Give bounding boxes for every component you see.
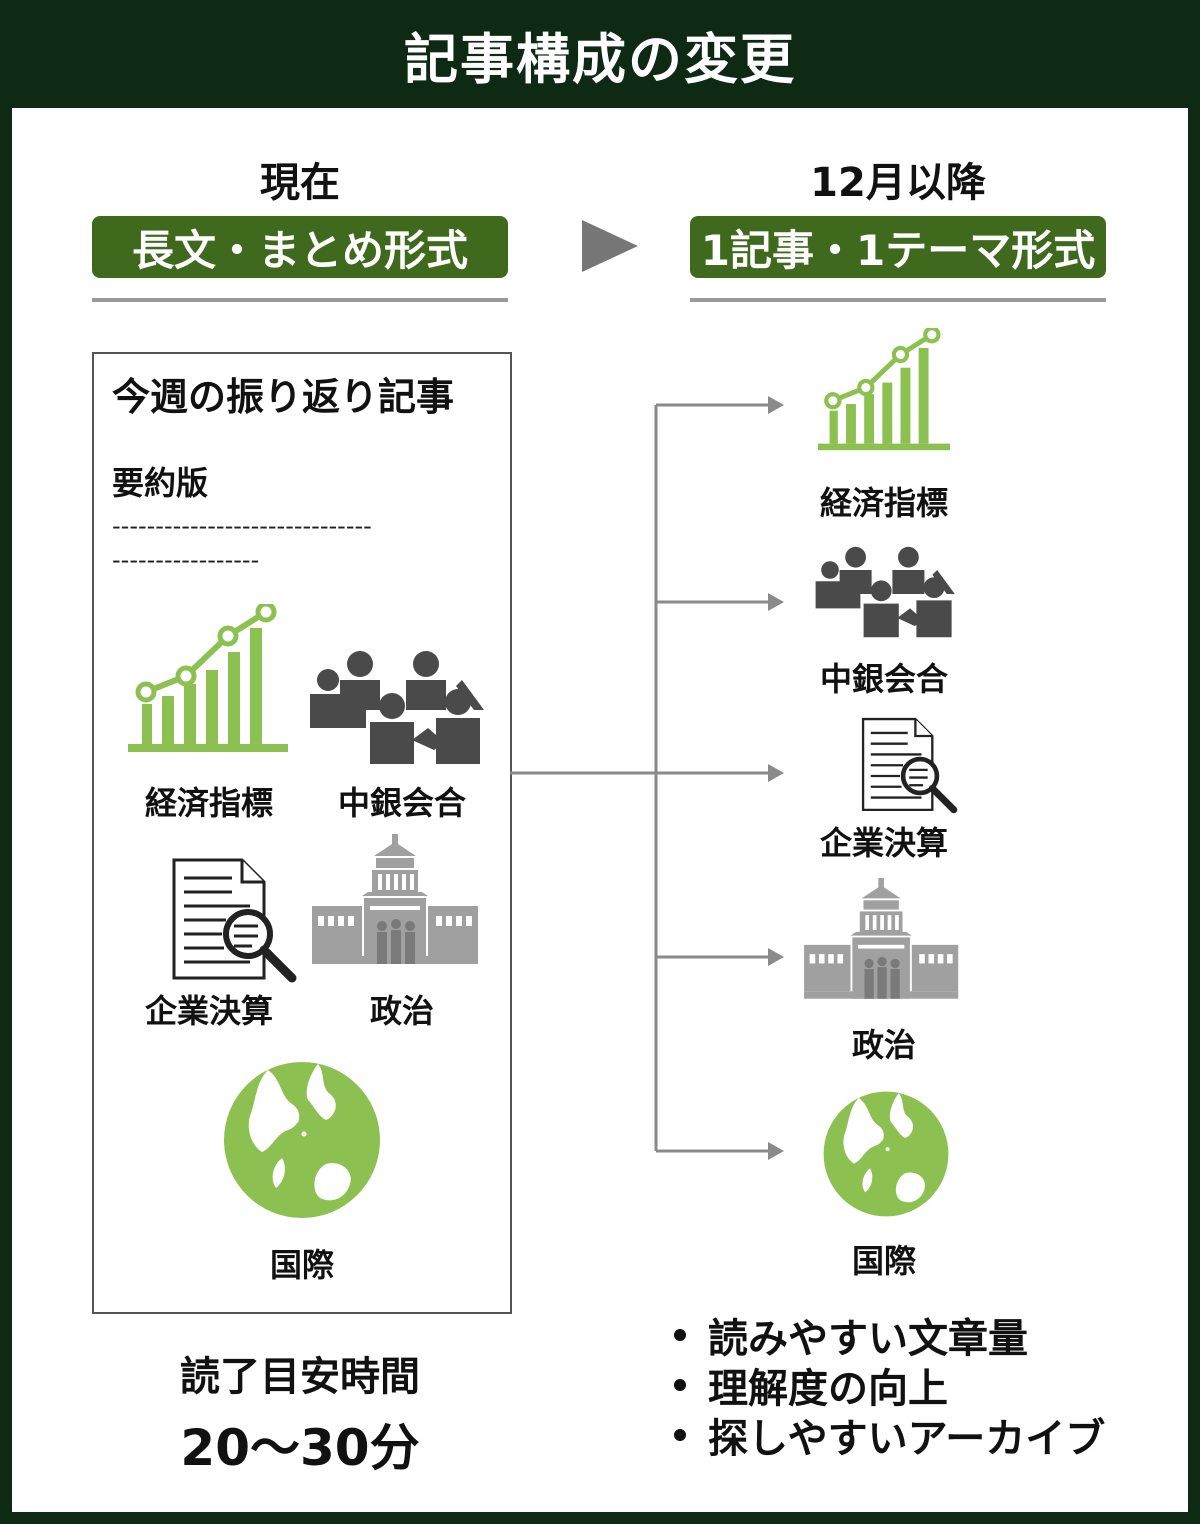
current-divider (92, 298, 508, 302)
topic-label-central-bank: 中銀会合 (337, 784, 466, 822)
reading-time-value: 20〜30分 (180, 1419, 420, 1477)
reading-time-label: 読了目安時間 (180, 1354, 420, 1400)
document-magnifier-icon (860, 716, 960, 816)
benefit-text: 理解度の向上 (708, 1366, 948, 1412)
topic-label-earnings: 企業決算 (819, 824, 948, 862)
benefit-text: 探しやすいアーカイブ (708, 1416, 1106, 1462)
bullet-icon (674, 1429, 686, 1441)
summary-label: 要約版 (112, 464, 209, 502)
topic-label-economic: 経済指標 (144, 784, 273, 822)
topic-label-international: 国際 (269, 1246, 334, 1284)
future-format-badge: 1記事・1テーマ形式 (690, 216, 1106, 278)
bullet-icon (674, 1379, 686, 1391)
summary-placeholder-line: ----------------- (112, 546, 260, 574)
current-heading: 現在 (260, 160, 340, 206)
topic-label-earnings: 企業決算 (144, 992, 273, 1030)
topic-label-international: 国際 (851, 1242, 916, 1280)
benefit-list: 読みやすい文章量 理解度の向上 探しやすいアーカイブ (674, 1310, 1174, 1462)
future-divider (690, 298, 1106, 302)
arrowhead (768, 764, 784, 782)
topic-label-economic: 経済指標 (819, 484, 948, 522)
benefit-text: 読みやすい文章量 (708, 1316, 1028, 1362)
benefit-item: 探しやすいアーカイブ (674, 1410, 1174, 1462)
bar-chart-rising-icon (128, 604, 288, 754)
play-triangle-icon (582, 220, 638, 272)
benefit-item: 読みやすい文章量 (674, 1310, 1174, 1362)
arrowhead (768, 593, 784, 611)
topic-label-politics: 政治 (369, 992, 434, 1030)
page-title: 記事構成の変更 (404, 27, 796, 91)
meeting-people-icon (812, 546, 960, 642)
globe-icon (822, 1090, 950, 1218)
document-magnifier-icon (170, 856, 300, 986)
meeting-people-icon (308, 650, 488, 770)
parliament-building-icon (312, 834, 482, 974)
benefit-item: 理解度の向上 (674, 1360, 1174, 1412)
topic-label-central-bank: 中銀会合 (819, 660, 948, 698)
box-title: 今週の振り返り記事 (112, 375, 455, 419)
weekly-review-article-box: 今週の振り返り記事 要約版 --------------------------… (92, 352, 512, 1314)
parliament-building-icon (804, 878, 962, 1008)
globe-icon (222, 1060, 382, 1220)
bar-chart-rising-icon (818, 328, 950, 452)
arrowhead (768, 1142, 784, 1160)
summary-placeholder-line: ------------------------------ (112, 512, 372, 540)
future-heading: 12月以降 (810, 160, 986, 206)
current-format-badge: 長文・まとめ形式 (92, 216, 508, 278)
main-panel: 現在 長文・まとめ形式 12月以降 1記事・1テーマ形式 今週の振り返り記事 要… (12, 108, 1188, 1512)
arrowhead (768, 396, 784, 414)
bullet-icon (674, 1329, 686, 1341)
topic-label-politics: 政治 (851, 1026, 916, 1064)
arrowhead (768, 948, 784, 966)
